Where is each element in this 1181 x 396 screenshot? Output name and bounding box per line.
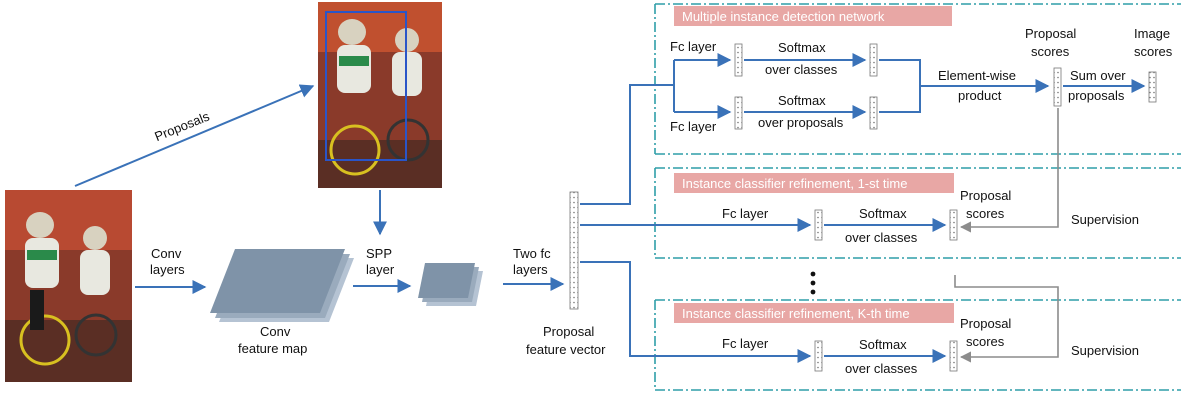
- refineK-fc-vector: [814, 340, 823, 372]
- image-scores-label-2: scores: [1134, 44, 1173, 59]
- softmax-1-label: Softmax: [778, 40, 826, 55]
- refine1-score-vector: [949, 209, 958, 241]
- supervision-label-2: Supervision: [1071, 343, 1139, 358]
- refineK-over-label: over classes: [845, 361, 918, 376]
- conv-map-label-2: feature map: [238, 341, 307, 356]
- proposal-scores-label-1: Proposal: [1025, 26, 1076, 41]
- proposal-scores-vector: [1053, 67, 1062, 107]
- refineK-softmax-label: Softmax: [859, 337, 907, 352]
- sum-over-label-1: Sum over: [1070, 68, 1126, 83]
- to-midn-connector: [580, 84, 674, 205]
- elementwise-label-1: Element-wise: [938, 68, 1016, 83]
- conv-layers-label-1: Conv: [151, 246, 182, 261]
- proposal-bounding-box: [325, 11, 407, 161]
- refine1-ps-label-1: Proposal: [960, 188, 1011, 203]
- refine1-over-label: over classes: [845, 230, 918, 245]
- softmax-classes-vector: [869, 43, 878, 77]
- input-image: [5, 190, 132, 382]
- fc-vector-bottom: [734, 96, 743, 130]
- conv-map-label-1: Conv: [260, 324, 291, 339]
- proposals-label: Proposals: [152, 108, 212, 144]
- image-scores-vector: [1148, 71, 1157, 103]
- over-classes-1-label: over classes: [765, 62, 838, 77]
- sum-over-label-2: proposals: [1068, 88, 1125, 103]
- pooled-feature-map: [418, 263, 483, 306]
- refineK-input-arrow: [580, 261, 812, 363]
- refine1-fc-label: Fc layer: [722, 206, 769, 221]
- refine1-softmax-label: Softmax: [859, 206, 907, 221]
- two-fc-label-1: Two fc: [513, 246, 551, 261]
- proposals-arrow: [74, 84, 315, 187]
- midn-title-bg: [674, 6, 952, 26]
- softmax-proposals-vector: [869, 96, 878, 130]
- refineK-title-bg: [674, 303, 954, 323]
- proposal-image: [318, 2, 442, 188]
- refineK-fc-label: Fc layer: [722, 336, 769, 351]
- refineK-title: Instance classifier refinement, K-th tim…: [682, 306, 910, 321]
- refine1-title-bg: [674, 173, 954, 193]
- supervision-1-arrow: [959, 108, 1059, 233]
- prop-feat-label-2: feature vector: [526, 342, 606, 357]
- softmax-2-label: Softmax: [778, 93, 826, 108]
- fc-layer-bottom-label: Fc layer: [670, 119, 717, 134]
- conv-layers-label-2: layers: [150, 262, 185, 277]
- image-scores-label-1: Image: [1134, 26, 1170, 41]
- supervision-2-arrow: [954, 275, 1059, 363]
- over-proposals-label: over proposals: [758, 115, 844, 130]
- ellipsis-dots: [810, 271, 816, 295]
- region-borders: [654, 3, 1181, 391]
- fc-layer-top-label: Fc layer: [670, 39, 717, 54]
- refineK-score-vector: [949, 340, 958, 372]
- refine1-ps-label-2: scores: [966, 206, 1005, 221]
- two-fc-label-2: layers: [513, 262, 548, 277]
- spp-label-1: SPP: [366, 246, 392, 261]
- refine1-fc-vector: [814, 209, 823, 241]
- refineK-ps-label-2: scores: [966, 334, 1005, 349]
- proposal-scores-label-2: scores: [1031, 44, 1070, 59]
- fc-vector-top: [734, 43, 743, 77]
- refineK-ps-label-1: Proposal: [960, 316, 1011, 331]
- spp-label-2: layer: [366, 262, 395, 277]
- refine1-title: Instance classifier refinement, 1-st tim…: [682, 176, 907, 191]
- midn-title: Multiple instance detection network: [682, 9, 885, 24]
- conv-feature-map: [210, 249, 354, 322]
- elementwise-label-2: product: [958, 88, 1002, 103]
- prop-feat-label-1: Proposal: [543, 324, 594, 339]
- supervision-label-1: Supervision: [1071, 212, 1139, 227]
- proposal-feature-vector: [569, 191, 579, 310]
